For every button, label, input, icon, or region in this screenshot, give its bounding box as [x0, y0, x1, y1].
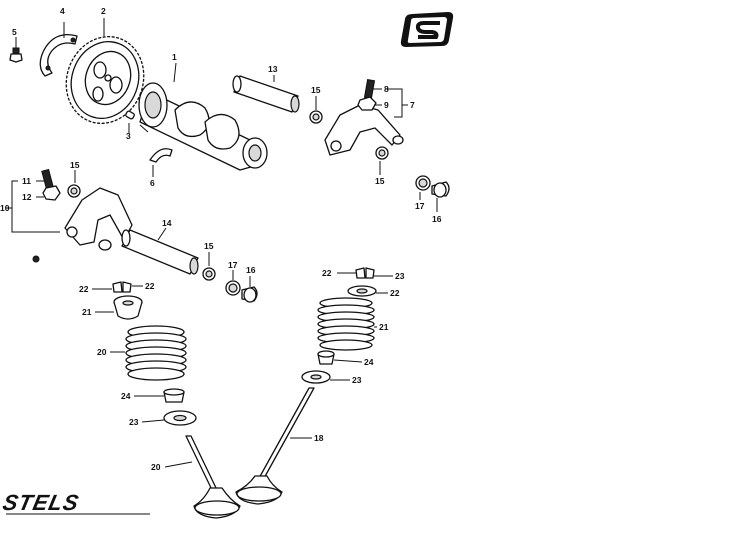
leader-lines: [6, 18, 438, 468]
callout-16: 16: [246, 265, 256, 275]
callout-6: 6: [150, 178, 155, 188]
callout-18: 18: [314, 433, 324, 443]
callout-23: 23: [129, 417, 139, 427]
callout-9: 9: [384, 100, 389, 110]
callout-8: 8: [384, 84, 389, 94]
thrust-washer: [149, 148, 173, 163]
brand-wordmark: STELS: [1, 490, 150, 515]
brand-badge: [400, 12, 454, 47]
valve-cotter-left: [112, 281, 132, 293]
callout-15: 15: [375, 176, 385, 186]
valve-stem-seal-left: [163, 388, 185, 403]
spring-seat-right: [301, 370, 331, 384]
plug-cap: [225, 280, 258, 303]
callout-10: 10: [0, 203, 10, 213]
callout-2: 2: [101, 6, 106, 16]
callout-labels: 4 2 5 1 3 6 13 15 8 9 7 15 17 16 15 11 1…: [0, 6, 442, 472]
valve-stem-seal-right: [317, 350, 335, 365]
rocker-shaft-upper: [232, 75, 300, 113]
callout-20: 21: [379, 322, 389, 332]
callout-22: 23: [395, 271, 405, 281]
callout-15: 15: [311, 85, 321, 95]
plug-cap: [415, 175, 450, 198]
dowel-pin: [125, 110, 135, 120]
callout-5: 5: [12, 27, 17, 37]
callout-11: 11: [22, 176, 31, 186]
callout-21: 21: [82, 307, 92, 317]
callout-16: 16: [432, 214, 442, 224]
callout-1: 1: [172, 52, 177, 62]
rocker-arm-upper: [324, 79, 404, 156]
callout-4: 4: [60, 6, 65, 16]
spring-retainer-left: [113, 295, 143, 320]
camshaft-sprocket: [65, 36, 145, 124]
callout-21: 22: [390, 288, 400, 298]
callout-22: 22: [145, 281, 155, 291]
exhaust-valve: [235, 387, 315, 505]
callout-13: 13: [268, 64, 278, 74]
brand-wordmark-text: STELS: [1, 490, 82, 515]
callout-17: 17: [228, 260, 238, 270]
callout-12: 12: [22, 192, 32, 202]
callout-22: 22: [79, 284, 89, 294]
callout-23: 23: [352, 375, 362, 385]
callout-24: 24: [364, 357, 374, 367]
oil-seal: [309, 110, 323, 124]
callout-17: 17: [415, 201, 425, 211]
callout-22: 22: [322, 268, 332, 278]
callout-15: 15: [70, 160, 80, 170]
valve-spring-left: [125, 325, 187, 381]
intake-valve: [185, 435, 241, 519]
valve-cotter-right: [355, 267, 375, 279]
callout-3: 3: [126, 131, 131, 141]
rocker-arm-lower: [41, 168, 133, 251]
oil-seal: [202, 267, 216, 281]
callout-24: 24: [121, 391, 131, 401]
callout-7: 7: [410, 100, 415, 110]
reference-dot: [32, 255, 40, 263]
retaining-clip: [39, 33, 78, 77]
camshaft: [138, 82, 268, 171]
callout-15: 15: [204, 241, 214, 251]
rocker-shaft-lower: [121, 229, 199, 275]
valve-spring-right: [317, 297, 375, 351]
callout-20: 20: [97, 347, 107, 357]
callout-19: 20: [151, 462, 161, 472]
spring-retainer-right: [347, 285, 377, 297]
spring-seat-left: [163, 410, 197, 426]
oil-seal: [375, 146, 389, 160]
callout-14: 14: [162, 218, 172, 228]
bolt: [9, 47, 23, 63]
oil-seal: [67, 184, 81, 198]
